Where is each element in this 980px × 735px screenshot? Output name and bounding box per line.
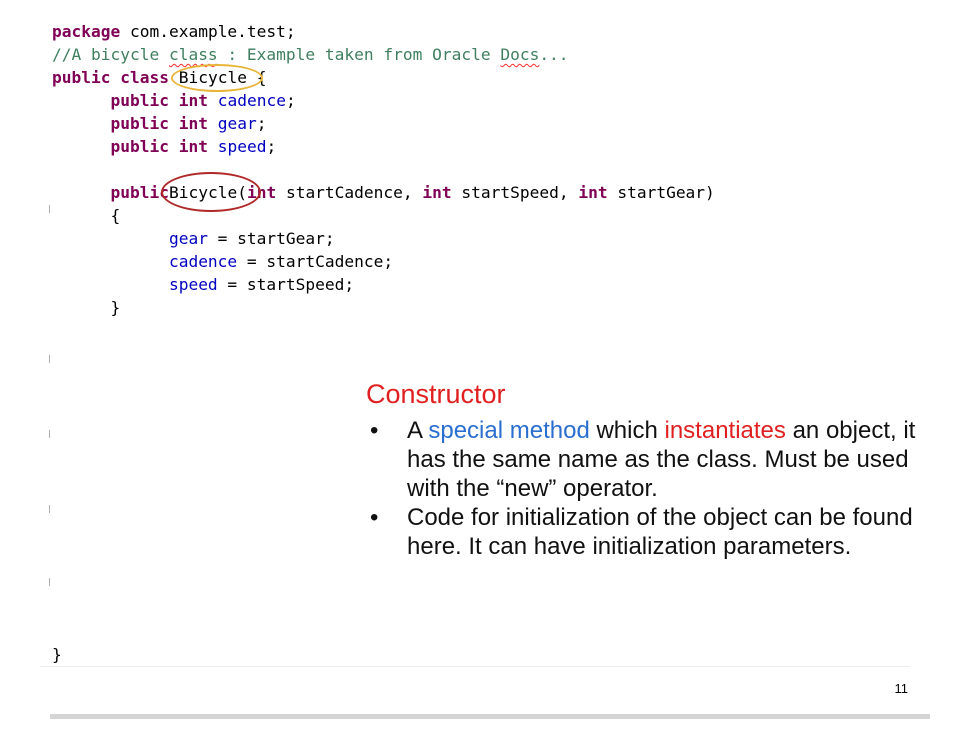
constructor-close-brace: }	[110, 298, 121, 317]
class-open-brace: {	[256, 68, 267, 87]
assign-field-gear: gear	[168, 229, 208, 248]
code-panel-bottom-edge	[40, 666, 910, 667]
code-line-constructor-declaration: publicBicycle(int startCadence, int star…	[52, 172, 715, 212]
code-line-constructor-close-brace: }	[52, 296, 715, 319]
keyword-public: public	[110, 91, 169, 110]
footer-bar	[50, 714, 930, 719]
field-speed: speed	[217, 137, 267, 156]
param-start-cadence: startCadence,	[276, 183, 423, 202]
keyword-int: int	[178, 137, 208, 156]
bullet-marker: •	[370, 504, 379, 531]
keyword-int: int	[578, 183, 608, 202]
param-start-speed: startSpeed,	[451, 183, 579, 202]
param-start-gear: startGear)	[607, 183, 715, 202]
bullet-definition-pre: A	[407, 417, 429, 444]
assign-field-cadence: cadence	[168, 252, 238, 271]
assign-rest: = startCadence;	[237, 252, 394, 271]
margin-tick	[49, 355, 50, 363]
code-line-field-speed: public int speed;	[52, 135, 715, 158]
code-line-comment: //A bicycle class : Example taken from O…	[52, 43, 715, 66]
code-block: package com.example.test; //A bicycle cl…	[52, 20, 715, 319]
bullet-definition-post: an object, it has the same name as the c…	[407, 417, 916, 502]
keyword-int: int	[246, 183, 277, 202]
code-line-blank	[52, 158, 715, 181]
open-paren: (	[237, 183, 247, 202]
keyword-int: int	[178, 114, 208, 133]
semicolon: ;	[285, 91, 296, 110]
assign-field-speed: speed	[168, 275, 218, 294]
comment-spell-flag-class: class	[168, 45, 218, 64]
code-line-assign-cadence: cadence = startCadence;	[52, 250, 715, 273]
notes-title: Constructor	[366, 379, 506, 409]
class-name: Bicycle	[170, 64, 263, 92]
assign-rest: = startSpeed;	[217, 275, 355, 294]
bullet-initialization: • Code for initialization of the object c…	[366, 503, 946, 561]
margin-tick	[49, 505, 50, 513]
constructor-notes: Constructor • A special method which inst…	[366, 378, 946, 561]
class-close-brace: }	[52, 645, 62, 664]
code-line-package: package com.example.test;	[52, 20, 715, 43]
keyword-public: public	[110, 114, 169, 133]
keyword-public: public	[110, 183, 169, 202]
comment-suffix: ...	[539, 45, 569, 64]
keyword-int: int	[422, 183, 452, 202]
code-line-field-cadence: public int cadence;	[52, 89, 715, 112]
margin-tick	[49, 430, 50, 438]
semicolon: ;	[256, 114, 267, 133]
keyword-public: public	[110, 137, 169, 156]
assign-rest: = startGear;	[207, 229, 335, 248]
bullet-marker: •	[370, 417, 379, 444]
code-line-constructor-open-brace: {	[52, 204, 715, 227]
margin-tick	[49, 205, 50, 213]
keyword-class: class	[120, 68, 169, 87]
bullet-definition-mid: which	[589, 417, 665, 444]
comment-prefix: //A bicycle	[52, 45, 169, 64]
class-name-text: Bicycle	[178, 68, 247, 87]
code-line-class-declaration: public class Bicycle {	[52, 64, 715, 92]
comment-spell-flag-docs: Docs	[500, 45, 540, 64]
margin-tick	[49, 578, 50, 586]
constructor-name-text: Bicycle	[168, 183, 238, 202]
highlight-instantiates: instantiates	[664, 417, 786, 444]
field-cadence: cadence	[217, 91, 286, 110]
code-line-field-gear: public int gear;	[52, 112, 715, 135]
keyword-public: public	[52, 68, 111, 87]
highlight-special-method: special method	[428, 417, 590, 444]
package-name: com.example.test;	[120, 22, 296, 41]
code-line-assign-gear: gear = startGear;	[52, 227, 715, 250]
page-number: 11	[894, 681, 909, 696]
field-gear: gear	[217, 114, 257, 133]
bullet-definition: • A special method which instantiates an …	[366, 416, 946, 503]
keyword-package: package	[52, 22, 121, 41]
semicolon: ;	[266, 137, 277, 156]
constructor-name: Bicycle	[160, 172, 261, 212]
constructor-open-brace: {	[110, 206, 121, 225]
keyword-int: int	[178, 91, 208, 110]
comment-middle: : Example taken from Oracle	[217, 45, 501, 64]
code-line-assign-speed: speed = startSpeed;	[52, 273, 715, 296]
bullet-initialization-text: Code for initialization of the object ca…	[407, 504, 913, 560]
